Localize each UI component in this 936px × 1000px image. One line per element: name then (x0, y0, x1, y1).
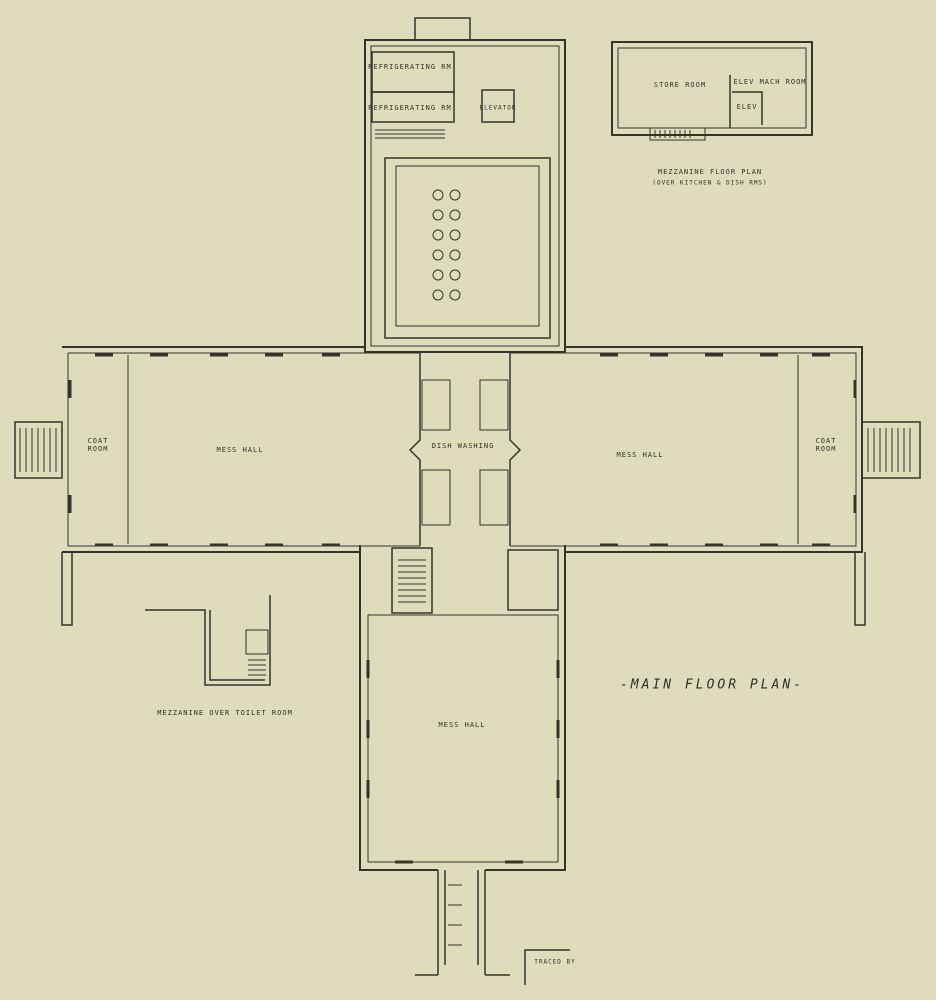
windows (68, 353, 857, 547)
mess-hall-south-label: Mess Hall (438, 721, 486, 729)
dish-washing-label: Dish Washing (431, 442, 495, 450)
toilet-mezzanine-plan (145, 595, 271, 686)
main-floor-plan-title: -Main Floor Plan- (619, 677, 805, 693)
cross-arm (62, 346, 863, 553)
store-room-label: Store Room (653, 81, 707, 89)
elev-mach-room-label: Elev Mach Room (733, 78, 807, 86)
coat-room-east-label: Coat Room (815, 437, 837, 453)
mezzanine-title: Mezzanine Floor Plan (657, 168, 763, 176)
west-porch (14, 421, 63, 479)
east-porch (861, 421, 921, 479)
refrigerating-room-label: Refrigerating Rm (368, 63, 452, 71)
mess-hall-east-label: Mess Hall (616, 451, 664, 459)
refrigerating-room-label: Refrigerating Rm (368, 104, 452, 112)
south-wing (359, 545, 566, 871)
elev-label: Elev (736, 103, 758, 111)
kitchen-wing (364, 17, 566, 353)
cooking-ranges (432, 189, 461, 301)
traced-by-label: Traced by (534, 958, 576, 966)
elevator-label: Elevator (479, 104, 517, 112)
coat-room-west-label: Coat Room (87, 437, 109, 453)
title-block (524, 949, 570, 985)
toilet-mezzanine-label: Mezzanine Over Toilet Room (157, 709, 293, 717)
south-vestibule (415, 870, 510, 976)
mess-hall-west-label: Mess Hall (216, 446, 264, 454)
mezzanine-plan (611, 41, 813, 141)
mezzanine-subtitle: (Over Kitchen & Dish Rms) (652, 179, 768, 187)
